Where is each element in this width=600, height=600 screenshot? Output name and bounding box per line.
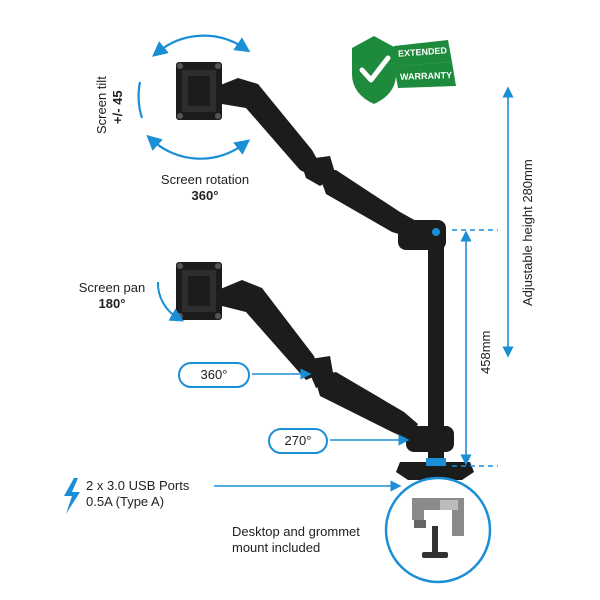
top-gas-arm bbox=[218, 78, 446, 250]
pan-label-line1: Screen pan bbox=[78, 280, 146, 295]
desk-base bbox=[396, 458, 474, 480]
tilt-label-line2: +/- 45 bbox=[110, 90, 125, 124]
bottom-vesa-plate bbox=[176, 262, 222, 320]
top-vesa-plate bbox=[176, 62, 222, 120]
tilt-label-line1: Screen tilt bbox=[94, 76, 109, 134]
dimension-lines bbox=[452, 86, 514, 467]
mount-label: Desktop and grommet mount included bbox=[232, 524, 360, 556]
pointer-lines bbox=[214, 368, 410, 492]
pole bbox=[428, 230, 444, 466]
pole-height-label: 458mm bbox=[478, 330, 493, 374]
pan-arc bbox=[156, 281, 185, 322]
tilt-value: +/- 45 bbox=[110, 90, 125, 124]
arm-rotation-pill: 360° bbox=[178, 362, 250, 388]
lightning-icon bbox=[64, 478, 80, 514]
clamp-inset bbox=[384, 476, 492, 584]
pan-label: Screen pan 180° bbox=[72, 280, 152, 312]
warranty-badge bbox=[352, 36, 456, 104]
usb-label: 2 x 3.0 USB Ports 0.5A (Type A) bbox=[86, 478, 189, 510]
usb-label-line2: 0.5A (Type A) bbox=[86, 494, 165, 509]
height-adjust-label: Adjustable height 280mm bbox=[520, 159, 535, 306]
check-shield-icon bbox=[352, 36, 396, 104]
mount-label-line1: Desktop and grommet bbox=[232, 524, 360, 539]
rotation-label-line1: Screen rotation bbox=[160, 172, 250, 187]
usb-label-line1: 2 x 3.0 USB Ports bbox=[86, 478, 190, 493]
rotation-label: Screen rotation 360° bbox=[155, 172, 255, 204]
bottom-gas-arm bbox=[218, 280, 454, 452]
pan-label-line2: 180° bbox=[98, 296, 126, 311]
tilt-label: Screen tilt bbox=[94, 76, 109, 134]
rotation-circle-top bbox=[137, 34, 251, 160]
base-rotation-pill: 270° bbox=[268, 428, 328, 454]
badge-line2: WARRANTY bbox=[399, 70, 453, 82]
rotation-label-line2: 360° bbox=[191, 188, 219, 203]
mount-label-line2: mount included bbox=[232, 540, 321, 555]
